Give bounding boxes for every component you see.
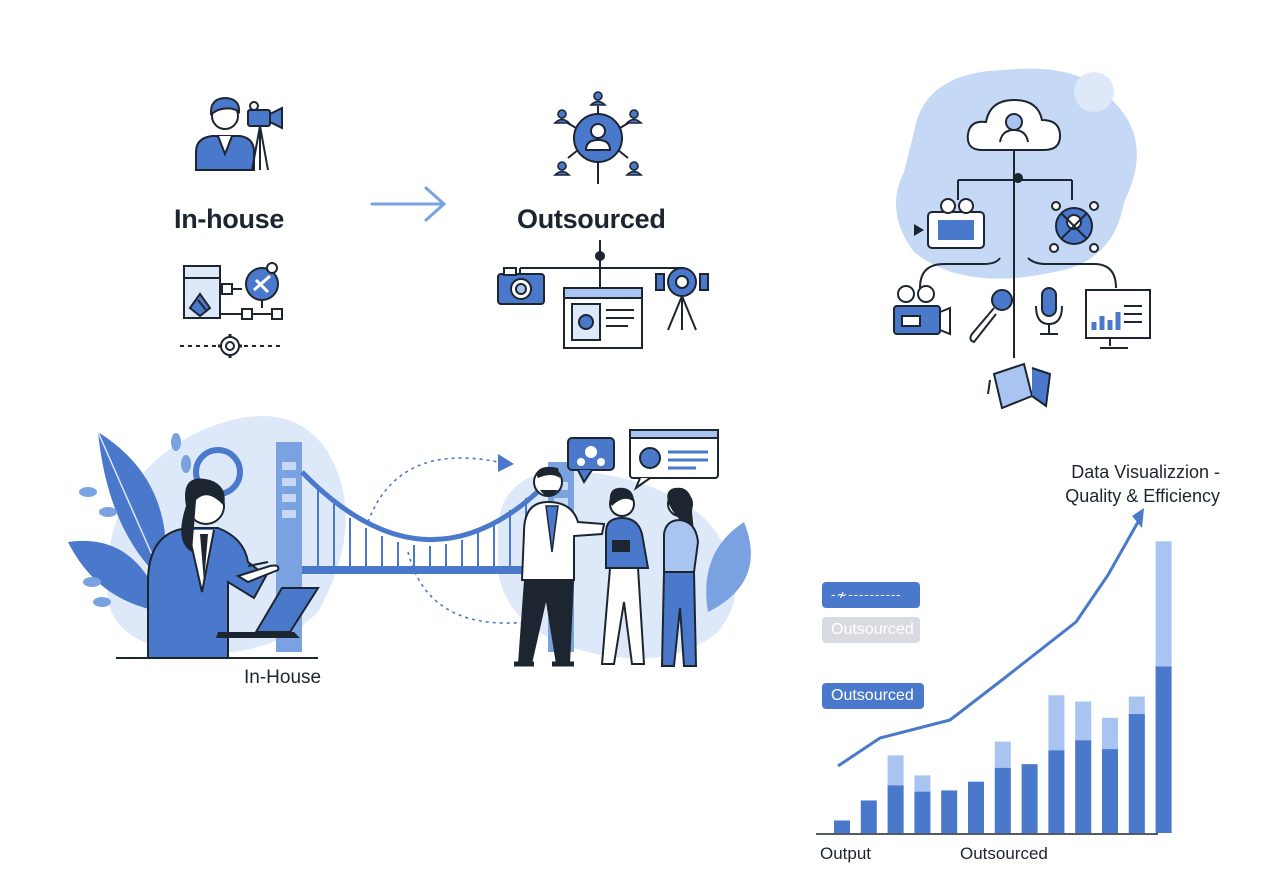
bar-dark-7 [1021, 764, 1038, 833]
network-node-icon [1049, 201, 1099, 253]
legend-chip-primary: -≁---------- [822, 582, 920, 608]
bar-dark-5 [968, 781, 984, 833]
studio-mic-icon [1035, 287, 1063, 335]
trend-arrowhead [1132, 508, 1144, 528]
chart-title: Data Visualizzion - Quality & Efficiency [1040, 460, 1220, 508]
bar-dark-1 [860, 800, 877, 833]
bar-dark-0 [834, 820, 850, 833]
camera-icon [497, 267, 545, 305]
outsourced-tools-tree [497, 240, 709, 349]
trend-line [837, 521, 1140, 768]
in-house-caption: In-House [244, 667, 322, 688]
chart-title-line2: Quality & Efficiency [1065, 486, 1220, 506]
x-label-output: Output [820, 844, 872, 863]
bar-dark-9 [1075, 740, 1092, 833]
analytics-monitor-icon [1085, 289, 1151, 349]
video-camera-icon [893, 285, 951, 336]
in-house-heading: In-house [174, 204, 285, 234]
bar-dark-4 [941, 790, 958, 833]
bar-dark-10 [1102, 749, 1118, 833]
bar-dark-12 [1155, 666, 1172, 833]
browser-window-icon [563, 287, 643, 349]
cloud-network-diagram [893, 68, 1151, 410]
legend-chip-light: Outsourced [822, 617, 920, 643]
bar-dark-3 [914, 791, 931, 833]
collaboration-scene [68, 416, 751, 667]
arrow-right-icon [370, 186, 447, 222]
microphone-icon [969, 289, 1013, 344]
bar-dark-11 [1128, 714, 1145, 833]
process-flow-icon [180, 262, 283, 358]
chart-title-line1: Data Visualizzion - [1071, 462, 1220, 482]
bar-dark-6 [994, 767, 1011, 833]
network-people-icon [553, 91, 643, 184]
film-camera-icon [914, 198, 985, 249]
outsourced-heading: Outsourced [517, 204, 666, 234]
bar-dark-8 [1048, 750, 1065, 833]
bar-dark-2 [887, 785, 904, 833]
tripod-camera-icon [655, 267, 709, 331]
legend-chip-secondary: Outsourced [822, 683, 924, 709]
videographer-icon [195, 96, 283, 171]
spotlight-icon [987, 362, 1052, 410]
x-label-outsourced: Outsourced [960, 844, 1048, 863]
